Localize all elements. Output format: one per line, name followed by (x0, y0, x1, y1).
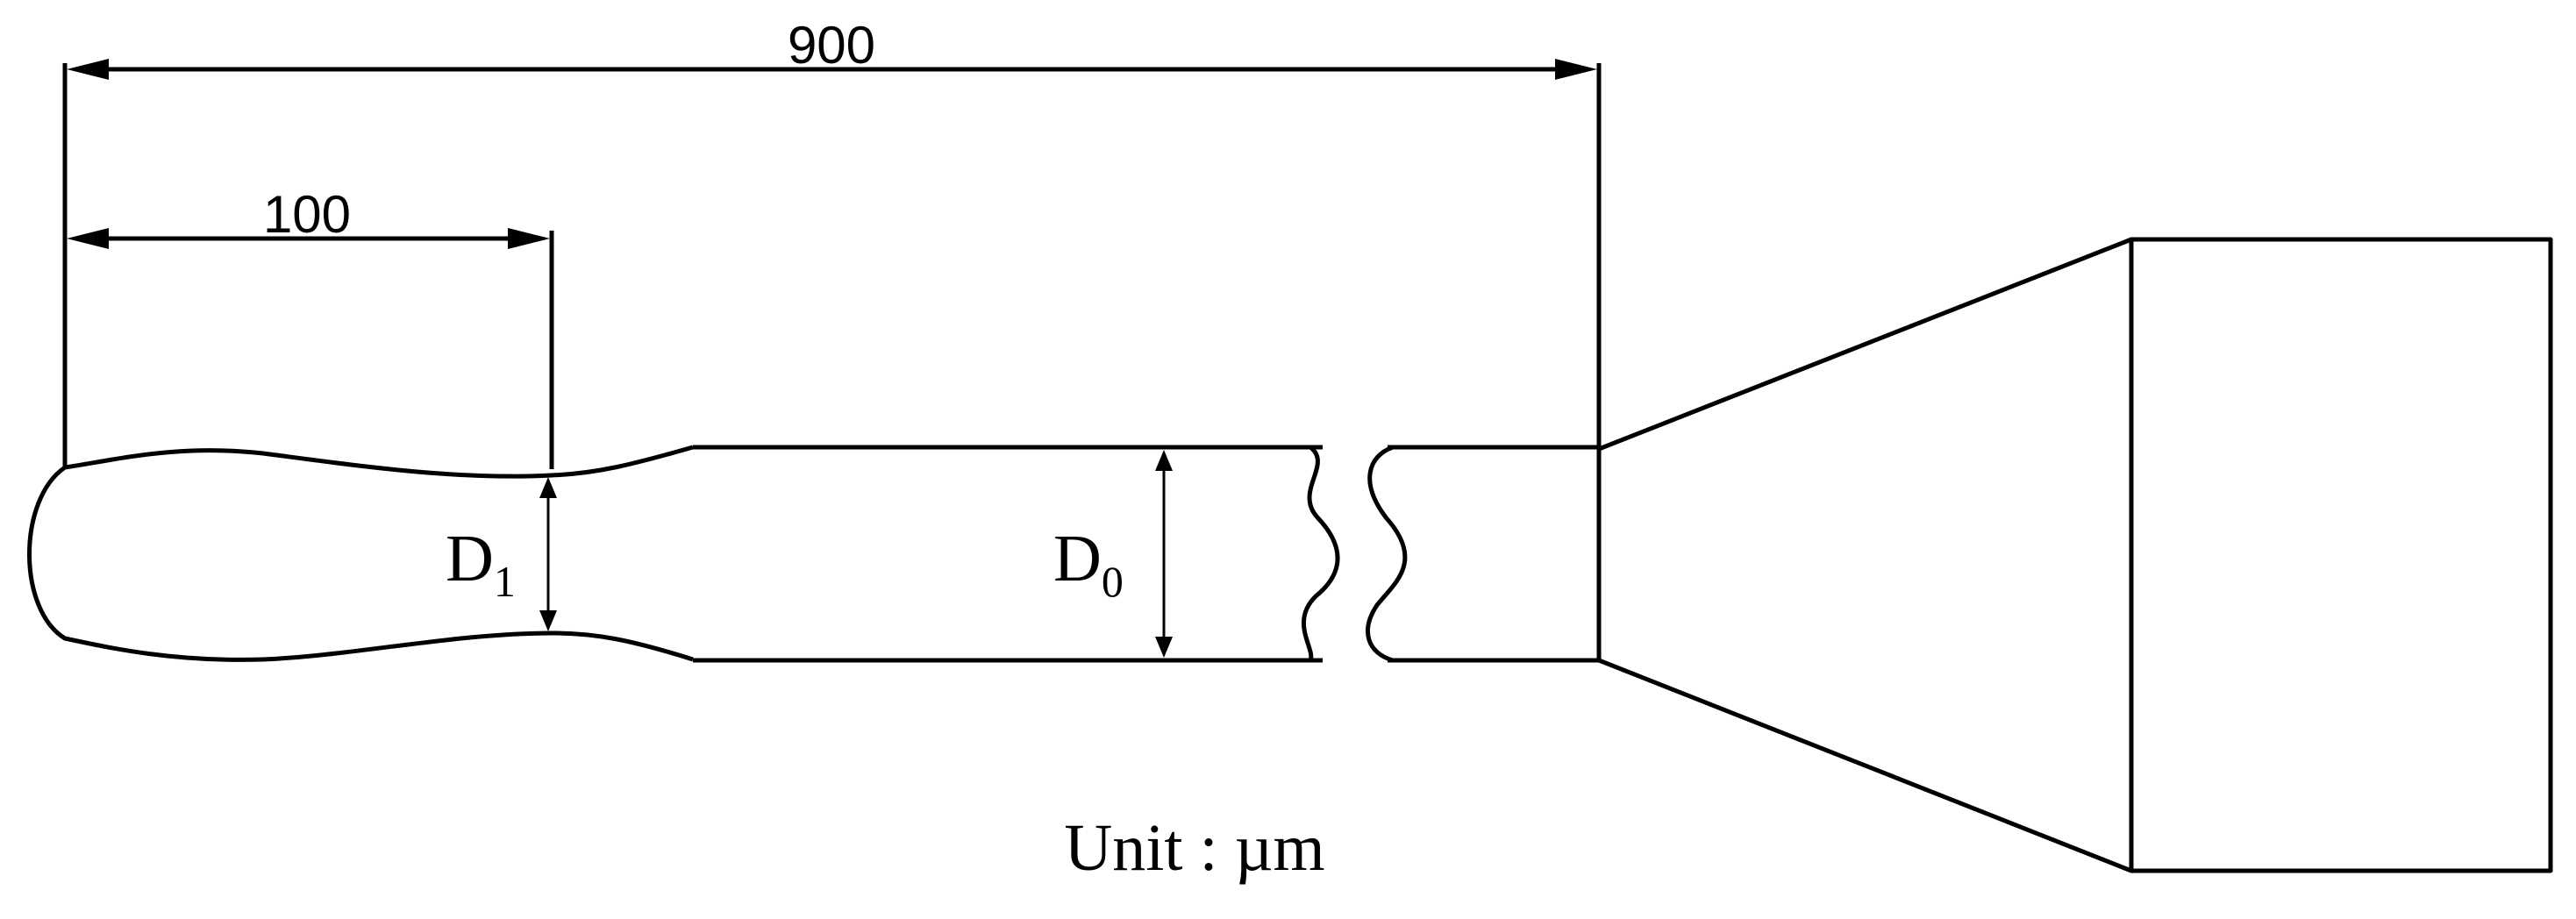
dimension-900: 900 (62, 16, 1602, 660)
d0-arrowhead-bottom (1155, 637, 1173, 658)
arrowhead-right-100 (508, 228, 550, 249)
d1-label: D1 (446, 522, 516, 606)
needle-body (27, 445, 1599, 663)
hub-taper-bottom (1598, 658, 2132, 873)
d0-label: D0 (1053, 522, 1124, 606)
d1-arrowhead-top (539, 477, 557, 498)
dimension-label-100: 100 (263, 185, 351, 244)
d0-arrowhead-top (1155, 450, 1173, 471)
dimension-d0: D0 (1053, 450, 1173, 658)
break-mark-left (1302, 445, 1340, 662)
d1-arrowhead-bottom (539, 610, 557, 631)
hub-taper-top (1598, 237, 2132, 452)
break-mark-right (1366, 445, 1408, 663)
dimension-d1: D1 (446, 477, 557, 631)
needle-hub (1598, 237, 2553, 873)
arrowhead-left-900 (67, 59, 109, 80)
dimension-100: 100 (67, 185, 554, 469)
unit-label: Unit : µm (1064, 811, 1324, 885)
arrowhead-left-100 (67, 228, 109, 249)
needle-tip-outline (27, 445, 694, 662)
dimension-label-900: 900 (788, 16, 875, 75)
hub-base-block (2129, 237, 2553, 873)
arrowhead-right-900 (1555, 59, 1597, 80)
